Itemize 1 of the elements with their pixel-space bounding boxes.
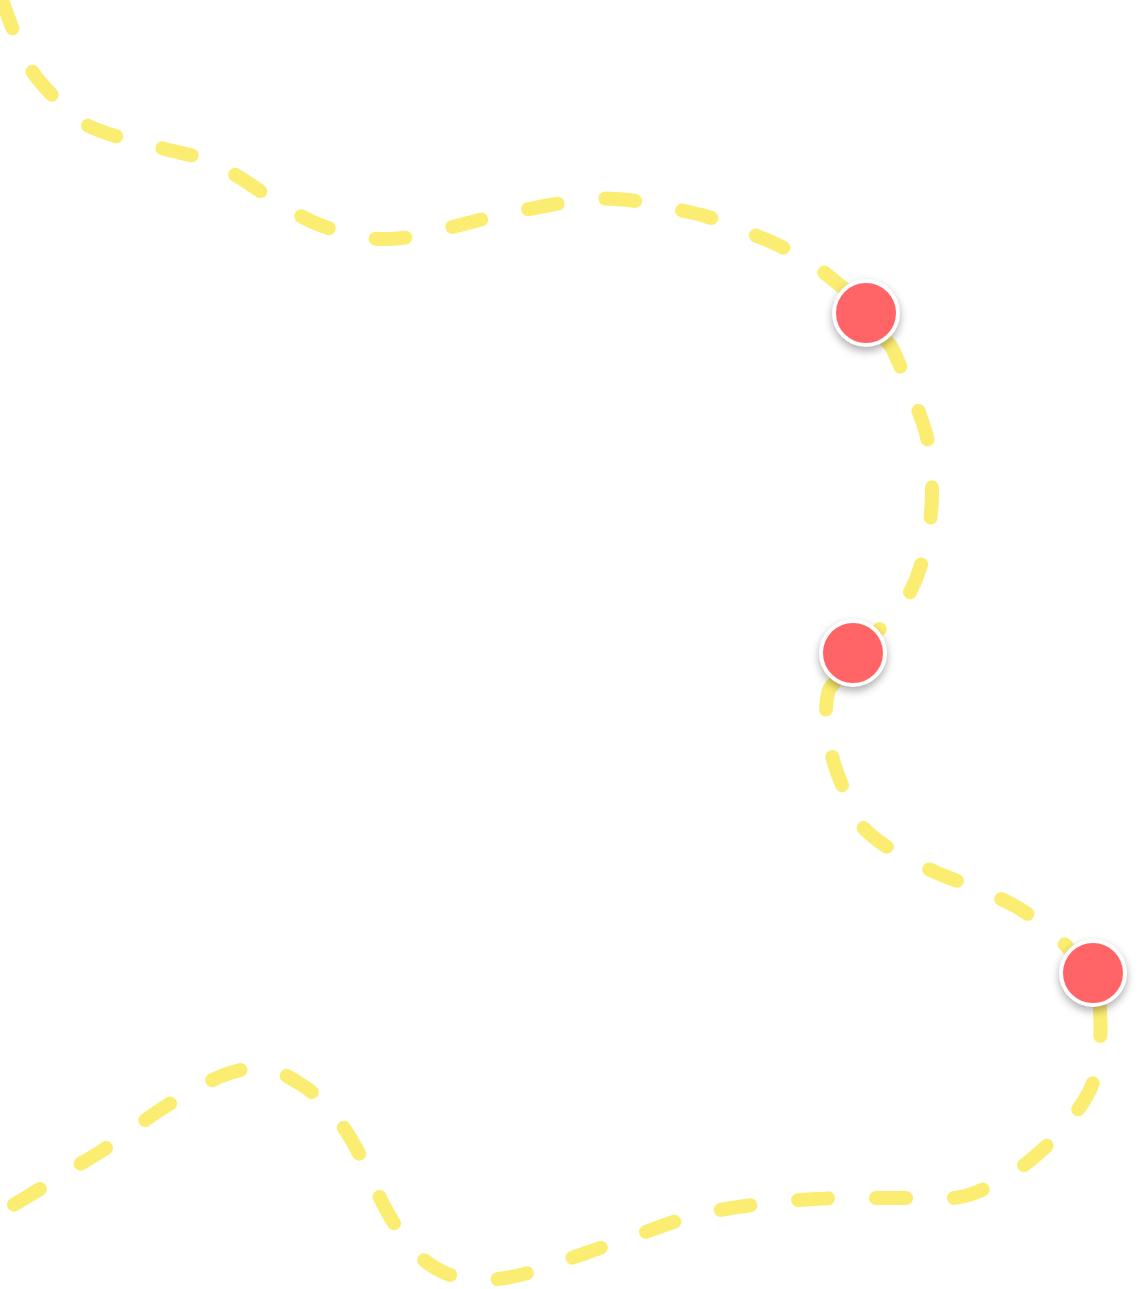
- dashed-line: [871, 333, 939, 638]
